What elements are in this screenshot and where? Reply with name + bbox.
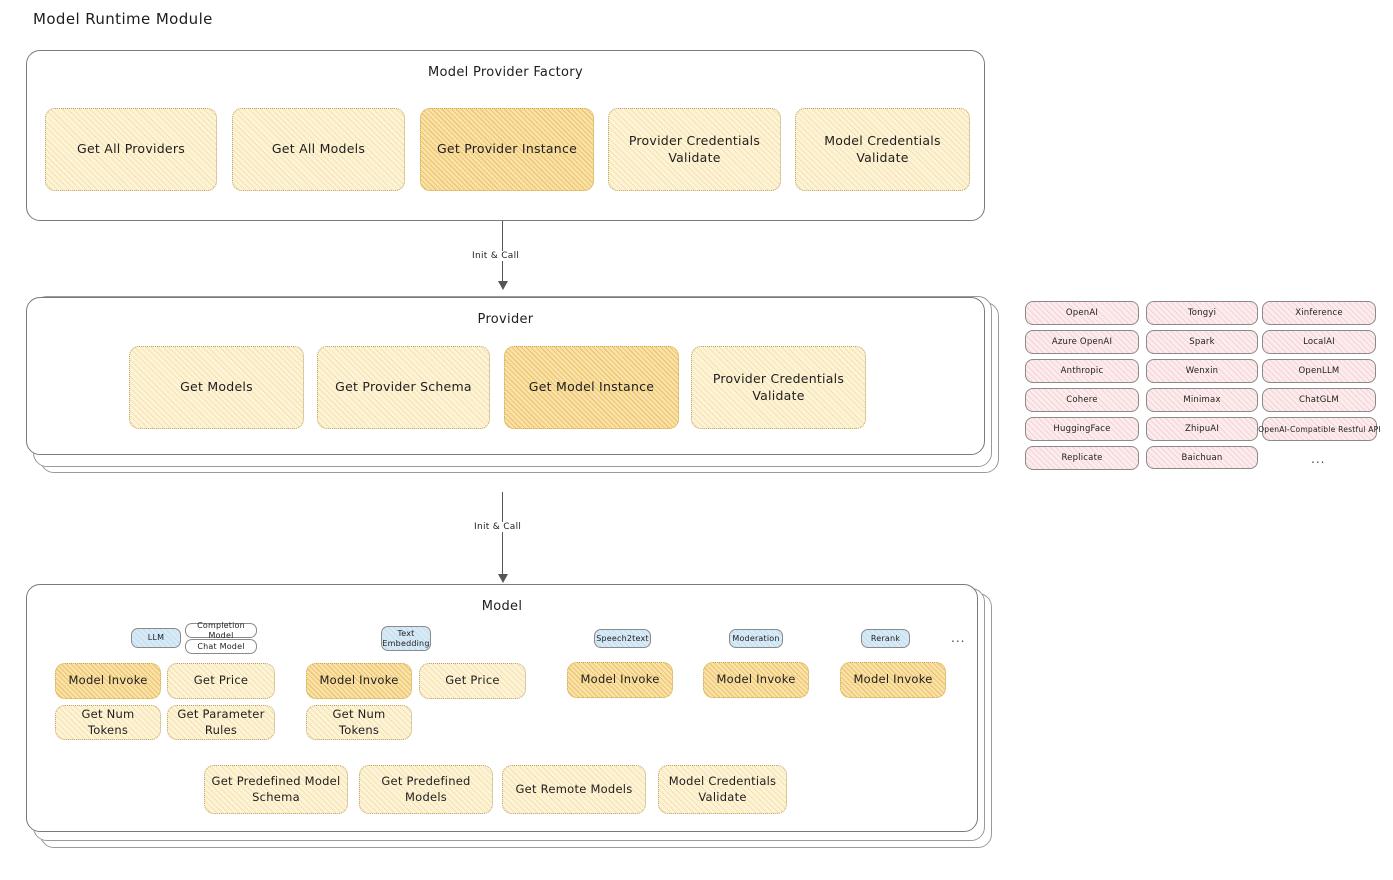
provider-method-get-provider-schema[interactable]: Get Provider Schema [317,346,490,429]
model-types-more-ellipsis: ... [951,631,966,645]
factory-method-model-credentials-validate[interactable]: Model Credentials Validate [795,108,970,191]
provider-chip-anthropic[interactable]: Anthropic [1025,359,1139,383]
arrow-provider-to-model-head [498,574,508,583]
factory-method-provider-credentials-validate[interactable]: Provider Credentials Validate [608,108,781,191]
provider-chip-huggingface[interactable]: HuggingFace [1025,417,1139,441]
provider-chip-azure-openai[interactable]: Azure OpenAI [1025,330,1139,354]
provider-chip-xinference[interactable]: Xinference [1262,301,1376,325]
provider-chip-tongyi[interactable]: Tongyi [1146,301,1258,325]
provider-method-get-models[interactable]: Get Models [129,346,304,429]
page-title: Model Runtime Module [33,10,213,28]
arrow-factory-to-provider-label: Init & Call [468,251,524,261]
speech2text-method-model-invoke[interactable]: Model Invoke [567,662,673,698]
provider-chip-wenxin[interactable]: Wenxin [1146,359,1258,383]
moderation-method-model-invoke[interactable]: Model Invoke [703,662,809,698]
provider-method-provider-credentials-validate[interactable]: Provider Credentials Validate [691,346,866,429]
llm-method-get-num-tokens[interactable]: Get Num Tokens [55,705,161,740]
llm-method-model-invoke[interactable]: Model Invoke [55,663,161,699]
provider-chip-minimax[interactable]: Minimax [1146,388,1258,412]
provider-chip-zhipuai[interactable]: ZhipuAI [1146,417,1258,441]
arrow-factory-to-provider-head [498,281,508,290]
model-provider-factory-title: Model Provider Factory [428,65,583,80]
model-type-badge-text-embedding[interactable]: Text Embedding [381,626,431,651]
provider-method-get-model-instance[interactable]: Get Model Instance [504,346,679,429]
factory-method-get-all-providers[interactable]: Get All Providers [45,108,217,191]
provider-title: Provider [477,312,534,327]
arrow-provider-to-model-label: Init & Call [470,522,526,532]
provider-list-more-ellipsis: ... [1311,452,1326,466]
provider-chip-openai-compatible-restful-api[interactable]: OpenAI-Compatible Restful API [1258,417,1381,441]
model-common-method-get-predefined-models[interactable]: Get Predefined Models [359,765,493,814]
model-common-method-get-predefined-model-schema[interactable]: Get Predefined Model Schema [204,765,348,814]
llm-method-get-price[interactable]: Get Price [167,663,275,699]
model-subtype-badge-completion-model[interactable]: Completion Model [185,621,257,640]
model-type-badge-rerank[interactable]: Rerank [861,629,910,648]
llm-method-get-parameter-rules[interactable]: Get Parameter Rules [167,705,275,740]
model-subtype-badge-chat-model[interactable]: Chat Model [185,639,257,654]
provider-chip-baichuan[interactable]: Baichuan [1146,446,1258,469]
model-common-method-get-remote-models[interactable]: Get Remote Models [502,765,646,814]
text-embedding-method-model-invoke[interactable]: Model Invoke [306,663,412,699]
rerank-method-model-invoke[interactable]: Model Invoke [840,662,946,698]
model-common-method-model-credentials-validate[interactable]: Model Credentials Validate [658,765,787,814]
text-embedding-method-get-price[interactable]: Get Price [419,663,526,699]
factory-method-get-all-models[interactable]: Get All Models [232,108,405,191]
provider-chip-localai[interactable]: LocalAI [1262,330,1376,354]
provider-chip-cohere[interactable]: Cohere [1025,388,1139,412]
model-title: Model [481,599,523,614]
arrow-provider-to-model-line [502,492,504,577]
model-type-badge-moderation[interactable]: Moderation [729,629,783,648]
text-embedding-method-get-num-tokens[interactable]: Get Num Tokens [306,705,412,740]
model-type-badge-speech2text[interactable]: Speech2text [594,629,651,648]
provider-chip-openai[interactable]: OpenAI [1025,301,1139,325]
model-type-badge-llm[interactable]: LLM [131,628,181,648]
provider-chip-openllm[interactable]: OpenLLM [1262,359,1376,383]
provider-chip-spark[interactable]: Spark [1146,330,1258,354]
provider-chip-chatglm[interactable]: ChatGLM [1262,388,1376,412]
factory-method-get-provider-instance[interactable]: Get Provider Instance [420,108,594,191]
provider-chip-replicate[interactable]: Replicate [1025,446,1139,470]
